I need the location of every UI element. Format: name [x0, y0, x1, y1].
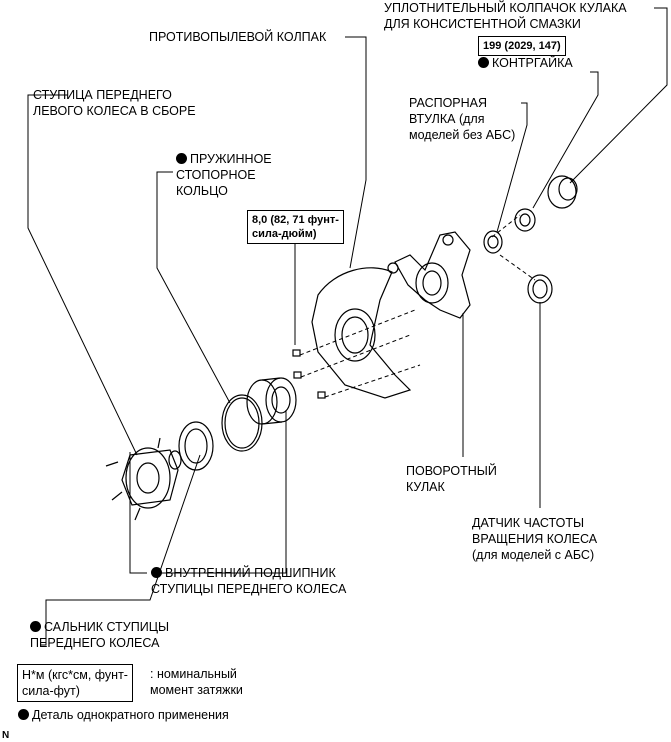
- legend-torque-box: Н*м (кгс*см, фунт- сила-фут): [17, 664, 133, 702]
- label-knuckle: ПОВОРОТНЫЙ КУЛАК: [406, 464, 497, 494]
- label-hub-seal: САЛЬНИК СТУПИЦЫ ПЕРЕДНЕГО КОЛЕСА: [30, 619, 169, 651]
- spacer-part: [483, 230, 503, 254]
- label-hub-assembly: СТУПИЦА ПЕРЕДНЕГО ЛЕВОГО КОЛЕСА В СБОРЕ: [33, 88, 196, 118]
- hub-seal-part: [178, 421, 214, 471]
- leader-spacer: [496, 102, 528, 233]
- label-dust-cover: ПРОТИВОПЫЛЕВОЙ КОЛПАК: [149, 30, 327, 44]
- one-time-dot-icon: [18, 709, 29, 720]
- dust-cover-part: [311, 267, 412, 399]
- leader-inner-bearing: [160, 410, 287, 574]
- figure-code: N: [2, 730, 10, 741]
- lock-nut-part: [514, 208, 536, 232]
- label-spacer: РАСПОРНАЯ ВТУЛКА (для моделей без АБС): [409, 96, 516, 142]
- label-lock-nut-text: КОНТРГАЙКА: [492, 56, 573, 70]
- label-snap-ring: ПРУЖИННОЕ СТОПОРНОЕ КОЛЬЦО: [176, 151, 272, 199]
- snap-ring-part: [221, 394, 263, 452]
- torque-nut-box: 199 (2029, 147): [478, 36, 566, 56]
- legend-one-time-text: Деталь однократного применения: [32, 708, 229, 722]
- leader-hub: [27, 94, 138, 456]
- label-hub-seal-text: САЛЬНИК СТУПИЦЫ ПЕРЕДНЕГО КОЛЕСА: [30, 620, 170, 650]
- label-lock-nut: КОНТРГАЙКА: [478, 55, 573, 71]
- leader-snap-ring: [156, 171, 231, 404]
- label-snap-ring-text: ПРУЖИННОЕ СТОПОРНОЕ КОЛЬЦО: [176, 152, 272, 198]
- grease-cap-part: [547, 175, 578, 209]
- one-time-dot-icon: [151, 567, 162, 578]
- leader-grease-cap: [569, 7, 668, 184]
- label-inner-bearing-text: ВНУТРЕННИЙ ПОДШИПНИК СТУПИЦЫ ПЕРЕДНЕГО К…: [151, 566, 347, 596]
- one-time-dot-icon: [478, 57, 489, 68]
- label-grease-cap: УПЛОТНИТЕЛЬНЫЙ КОЛПАЧОК КУЛАКА ДЛЯ КОНСИ…: [384, 1, 627, 31]
- legend-torque-desc: : номинальный момент затяжки: [150, 667, 243, 697]
- inner-bearing-part: [246, 377, 297, 425]
- torque-bolts-box: 8,0 (82, 71 фунт- сила-дюйм): [247, 210, 344, 244]
- label-abs-sensor: ДАТЧИК ЧАСТОТЫ ВРАЩЕНИЯ КОЛЕСА (для моде…: [472, 516, 598, 562]
- hub-assembly-part: [105, 437, 182, 521]
- bolts-part: [292, 349, 326, 399]
- knuckle-part: [387, 231, 471, 319]
- abs-rotor-part: [527, 274, 553, 304]
- one-time-dot-icon: [30, 621, 41, 632]
- one-time-dot-icon: [176, 153, 187, 164]
- legend-one-time: Деталь однократного применения: [18, 707, 229, 723]
- leader-dust-cover: [345, 36, 367, 269]
- leader-hub-seal: [45, 454, 201, 628]
- leader-lock-nut: [532, 71, 599, 209]
- label-inner-bearing: ВНУТРЕННИЙ ПОДШИПНИК СТУПИЦЫ ПЕРЕДНЕГО К…: [151, 565, 346, 597]
